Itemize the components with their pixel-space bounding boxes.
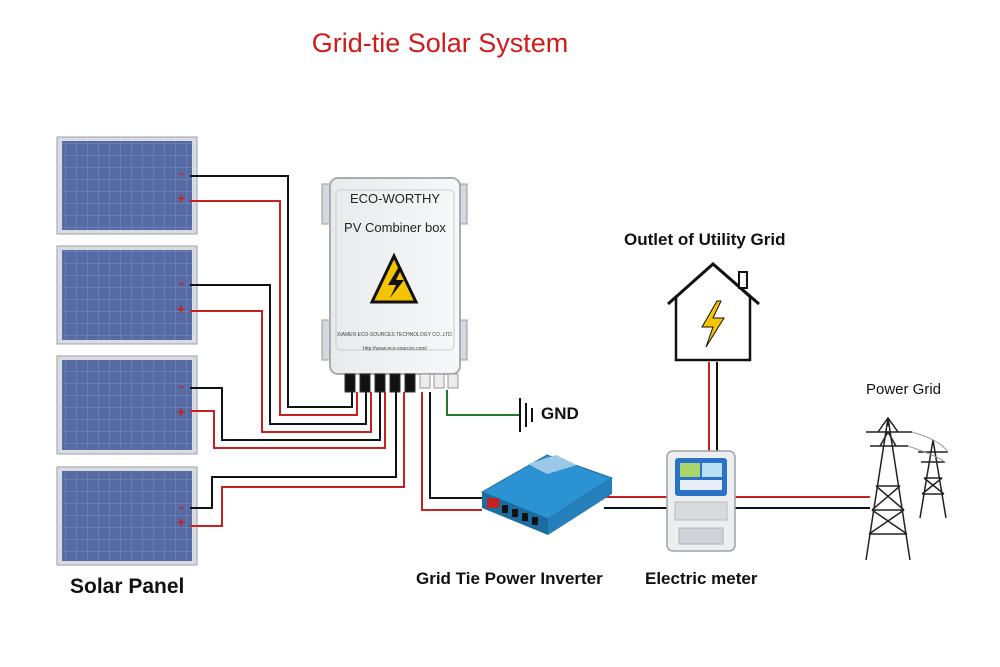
electric-meter (666, 450, 736, 552)
grid-tie-inverter (480, 454, 614, 535)
panel-2-pos-mark: + (177, 301, 185, 317)
solar-panel-label: Solar Panel (70, 575, 185, 598)
panel-3-pos-mark: + (177, 404, 185, 420)
panel-2-neg-mark: - (179, 275, 184, 291)
power-tower-icon (865, 416, 948, 561)
house-outlet-icon (667, 262, 760, 362)
gnd-label: GND (541, 404, 579, 423)
panel-4-neg-mark: - (179, 499, 184, 515)
diagram-title: Grid-tie Solar System (311, 28, 569, 58)
panel-wires (190, 175, 870, 527)
panel-1-pos-mark: + (177, 190, 185, 206)
meter-label: Electric meter (645, 569, 758, 588)
solar-panel-2 (56, 245, 198, 345)
solar-panel-1 (56, 136, 198, 235)
solar-panel-4 (56, 466, 198, 566)
power-grid-label: Power Grid (866, 381, 942, 398)
panel-4-pos-mark: + (177, 514, 185, 530)
combiner-name: PV Combiner box (344, 220, 446, 235)
combiner-url: http://www.eco-sources.com/ (363, 346, 428, 352)
solar-panel-3 (56, 355, 198, 455)
ground-symbol (519, 398, 533, 432)
inverter-label: Grid Tie Power Inverter (416, 569, 603, 588)
pv-combiner-box (321, 177, 468, 393)
combiner-maker: XIAMEN ECO-SOURCES TECHNOLOGY CO.,LTD. (337, 332, 453, 338)
outlet-label: Outlet of Utility Grid (624, 230, 786, 249)
combiner-brand: ECO-WORTHY (350, 191, 440, 206)
panel-1-neg-mark: - (179, 165, 184, 181)
panel-3-neg-mark: - (179, 378, 184, 394)
power-lines (907, 431, 949, 463)
